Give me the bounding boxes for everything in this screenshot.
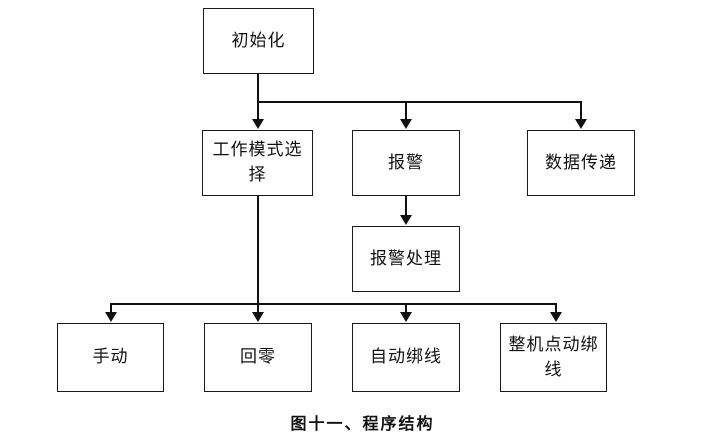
node-alarm[interactable]: 报警 — [352, 130, 460, 196]
edge-bus-drop-data-transfer — [580, 101, 582, 120]
node-initialization[interactable]: 初始化 — [203, 8, 314, 74]
node-alarm-handling[interactable]: 报警处理 — [352, 226, 460, 292]
node-work-mode-selection[interactable]: 工作模式选择 — [202, 130, 313, 196]
node-initialization-label: 初始化 — [231, 30, 286, 50]
arrow-to-auto-bind — [400, 312, 412, 322]
edge-bus-level1 — [257, 101, 581, 103]
arrow-to-data-transfer — [575, 119, 587, 129]
node-work-mode-selection-label: 工作模式选择 — [212, 140, 303, 184]
edge-bus-drop-auto-bind — [405, 303, 407, 313]
edge-bus-level3 — [110, 303, 556, 305]
arrow-to-machine-jog-bind — [550, 312, 562, 322]
node-alarm-label: 报警 — [388, 152, 424, 172]
edge-work-mode-to-bus — [257, 196, 259, 303]
edge-bus-drop-work-mode — [257, 101, 259, 120]
edge-bus-drop-machine-jog-bind — [555, 303, 557, 313]
arrow-to-alarm — [400, 119, 412, 129]
arrow-to-manual — [105, 312, 117, 322]
node-machine-jog-wire-binding-label: 整机点动绑线 — [508, 334, 599, 379]
node-return-to-zero[interactable]: 回零 — [204, 323, 312, 392]
figure-caption: 图十一、程序结构 — [290, 416, 435, 433]
edge-bus-drop-manual — [110, 303, 112, 313]
node-alarm-handling-label: 报警处理 — [370, 248, 442, 268]
node-return-to-zero-label: 回零 — [240, 347, 276, 367]
node-manual-label: 手动 — [92, 347, 129, 367]
node-auto-wire-binding[interactable]: 自动绑线 — [352, 323, 460, 392]
arrow-to-alarm-handling — [400, 215, 412, 225]
node-data-transfer-label: 数据传递 — [545, 152, 617, 172]
node-data-transfer[interactable]: 数据传递 — [527, 130, 635, 196]
edge-alarm-to-alarm-handling — [405, 196, 407, 216]
edge-bus-drop-alarm — [405, 101, 407, 120]
node-manual[interactable]: 手动 — [57, 323, 164, 392]
arrow-to-return-zero — [252, 312, 264, 322]
node-machine-jog-wire-binding[interactable]: 整机点动绑线 — [500, 323, 607, 392]
edge-bus-drop-return-zero — [257, 303, 259, 313]
node-auto-wire-binding-label: 自动绑线 — [370, 347, 442, 367]
edge-init-to-bus — [257, 74, 259, 102]
arrow-to-work-mode — [252, 119, 264, 129]
